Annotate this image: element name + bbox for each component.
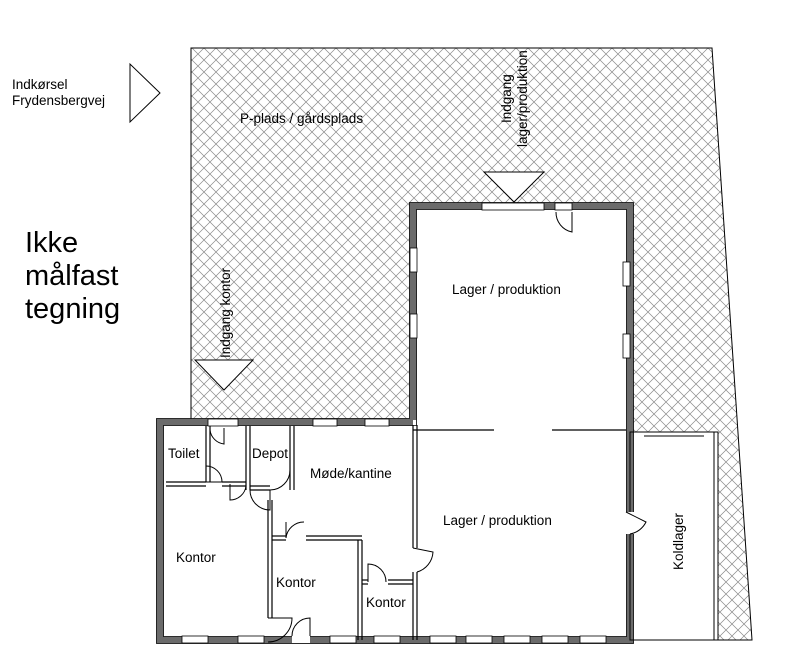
room-office-middle: Kontor [276,575,316,590]
not-to-scale-line2: målfast [25,260,119,292]
not-to-scale-line1: Ikke [25,227,79,259]
exterior-wall-outline [156,202,634,644]
warehouse-entrance-arrow [482,171,546,203]
cold-storage-walls [629,431,719,641]
drive-entrance-label-line2: Frydensbergvej [12,92,106,108]
office-entrance-label: Indgang kontor [218,267,233,358]
room-office-small: Kontor [366,595,406,610]
room-cold-storage: Koldlager [671,512,686,570]
room-toilet: Toilet [168,446,200,461]
room-depot: Depot [252,446,289,461]
warehouse-entrance-label-line2: lager/produktion [514,50,530,147]
room-office-left: Kontor [176,550,216,565]
windows [181,202,631,644]
not-to-scale-line3: tegning [25,293,121,325]
door-gaps [292,512,634,643]
drive-entrance-label: Indkørsel Frydensbergvej [12,77,105,108]
door-swings [205,211,647,643]
office-entrance-arrow [193,359,255,391]
parking-label: P-plads / gårdsplads [240,111,364,126]
warehouse-entrance-label: Indgang lager/produktion [499,50,530,147]
drive-entrance-arrow [129,62,161,124]
warehouse-entrance-label-line1: Indgang [499,74,514,123]
interior-walls [166,425,626,640]
drive-entrance-label-line1: Indkørsel [12,77,68,92]
not-to-scale-note: Ikke målfast tegning [25,227,120,326]
room-warehouse-bottom: Lager / produktion [443,513,552,528]
room-warehouse-top: Lager / produktion [452,282,561,297]
room-meeting-canteen: Møde/kantine [310,466,392,481]
